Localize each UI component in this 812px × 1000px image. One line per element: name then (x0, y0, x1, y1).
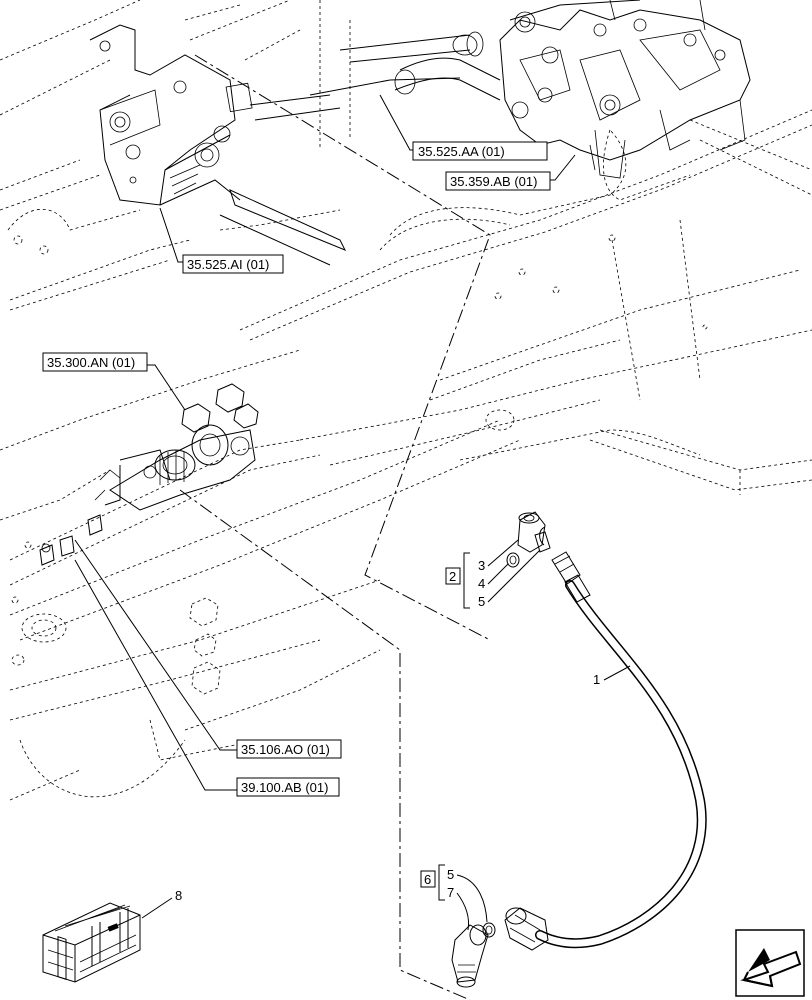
pipes-upper (225, 31, 501, 121)
ref-label-35300an: 35.300.AN (01) (47, 355, 135, 370)
phantom-boundary (179, 54, 491, 1000)
selector-valve (89, 24, 347, 266)
reference-callouts: 35.525.AA (01) 35.359.AB (01) 35.525.AI … (42, 94, 576, 797)
callout-item-5a: 5 (478, 594, 485, 609)
ref-box-35359ab[interactable] (445, 171, 551, 191)
ref-label-35525ai: 35.525.AI (01) (187, 257, 269, 272)
callout-item-4: 4 (478, 576, 485, 591)
ref-label-35525aa: 35.525.AA (01) (418, 144, 505, 159)
callout-item-3: 3 (478, 558, 485, 573)
ref-box-35525aa[interactable] (412, 141, 548, 161)
kit-box-6[interactable] (420, 870, 436, 888)
callout-kit-2: 2 (449, 569, 456, 584)
ref-label-35106ao: 35.106.AO (01) (241, 742, 330, 757)
ref-label-35359ab: 35.359.AB (01) (450, 174, 537, 189)
arrow-icon[interactable] (735, 929, 805, 997)
kit-box-2[interactable] (445, 567, 461, 585)
chassis-frame (0, 0, 812, 801)
hydraulic-hose (504, 551, 707, 951)
upper-fittings (506, 511, 551, 568)
callout-item-5b: 5 (447, 867, 454, 882)
ref-box-35525ai[interactable] (182, 254, 284, 274)
priority-valve (39, 383, 259, 566)
callout-kit-6: 6 (424, 872, 431, 887)
lower-fittings (451, 922, 496, 988)
crate-icon (42, 902, 141, 983)
control-valve-assembly (499, 0, 751, 179)
item-callouts: 1 2 3 4 5 6 5 7 8 (141, 539, 631, 931)
ref-box-35300an[interactable] (42, 352, 148, 372)
callout-item-7: 7 (447, 885, 454, 900)
ref-box-39100ab[interactable] (236, 777, 340, 797)
callout-item-8: 8 (175, 888, 182, 903)
callout-item-1: 1 (593, 672, 600, 687)
ref-box-35106ao[interactable] (236, 739, 342, 759)
ref-label-39100ab: 39.100.AB (01) (241, 780, 328, 795)
